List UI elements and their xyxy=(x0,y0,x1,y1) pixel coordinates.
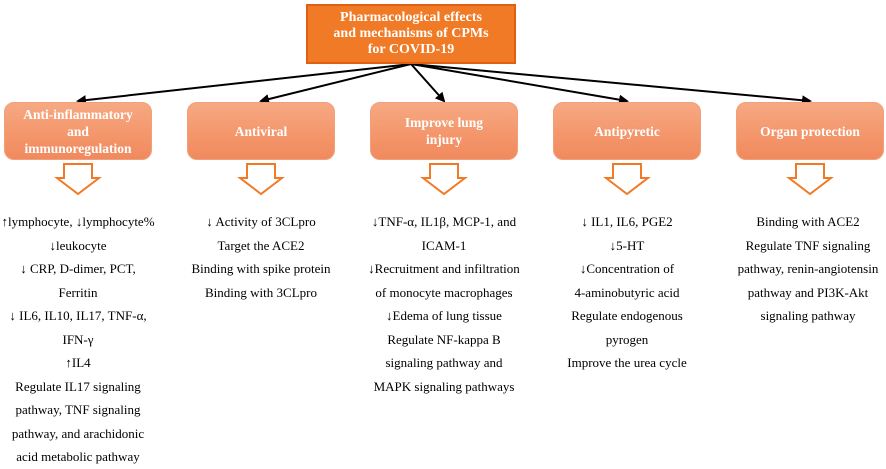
category-label-line: and xyxy=(67,123,89,139)
category-label-line: immunoregulation xyxy=(24,140,132,156)
detail-line: Improve the urea cycle xyxy=(567,355,687,370)
improve-lung-injury-details: ↓TNF-α, IL1β, MCP-1, and ICAM-1 ↓Recruit… xyxy=(363,210,525,398)
category-label-line: Anti-inflammatory xyxy=(23,106,133,122)
detail-line: ↓Concentration of xyxy=(579,261,675,276)
antipyretic-details: ↓ IL1, IL6, PGE2 ↓5-HT ↓Concentration of… xyxy=(549,210,705,375)
detail-line: ↓ Activity of 3CLpro xyxy=(206,214,316,229)
detail-line: pathway and PI3K-Akt xyxy=(747,284,869,300)
down-arrow-icon xyxy=(786,163,834,196)
arrow-to-anti-inflammatory xyxy=(76,63,412,106)
category-organ-protection: Organ protection xyxy=(736,102,884,160)
detail-line: ↓ IL1, IL6, PGE2 xyxy=(581,214,673,229)
detail-line: ↓Recruitment and infiltration xyxy=(368,261,520,276)
detail-line: ↓ IL6, IL10, IL17, TNF-α, xyxy=(9,308,147,323)
detail-line: pathway, renin-angiotensin xyxy=(737,261,879,276)
detail-line: IFN-γ xyxy=(62,331,94,347)
organ-protection-details: Binding with ACE2 Regulate TNF signaling… xyxy=(730,210,886,328)
root-title-line: Pharmacological effects xyxy=(340,10,482,25)
detail-line: acid metabolic pathway xyxy=(16,449,140,464)
arrow-to-antiviral xyxy=(259,63,412,104)
detail-line: Binding with 3CLpro xyxy=(205,284,317,300)
arrow-to-improve-lung-injury xyxy=(410,63,446,103)
antiviral-details: ↓ Activity of 3CLpro Target the ACE2 Bin… xyxy=(183,210,339,304)
detail-line: ↓leukocyte xyxy=(49,237,107,253)
root-title-box: Pharmacological effects and mechanisms o… xyxy=(306,4,516,64)
down-arrow-icon xyxy=(54,163,102,196)
detail-line: Target the ACE2 xyxy=(217,237,305,253)
category-antiviral: Antiviral xyxy=(187,102,335,160)
detail-line: ↓TNF-α, IL1β, MCP-1, and xyxy=(371,214,517,229)
category-label-line: injury xyxy=(425,132,462,147)
root-title-line: and mechanisms of CPMs xyxy=(333,26,489,41)
detail-line: signaling pathway xyxy=(760,308,856,323)
arrow-to-organ-protection xyxy=(410,63,812,106)
detail-line: pyrogen xyxy=(605,331,649,347)
detail-line: Regulate IL17 signaling xyxy=(15,378,141,394)
detail-line: Regulate endogenous xyxy=(571,308,683,323)
category-improve-lung-injury: Improve lung injury xyxy=(370,102,518,160)
root-title-line: for COVID-19 xyxy=(367,42,455,57)
detail-line: pathway, TNF signaling xyxy=(15,402,141,417)
category-antipyretic: Antipyretic xyxy=(553,102,701,160)
detail-line: ↓Edema of lung tissue xyxy=(386,308,502,323)
detail-line: ICAM-1 xyxy=(421,237,467,253)
detail-line: Binding with spike protein xyxy=(191,261,331,276)
down-arrow-icon xyxy=(237,163,285,196)
detail-line: Ferritin xyxy=(58,284,98,300)
detail-line: Regulate NF-kappa B xyxy=(387,331,501,347)
detail-line: of monocyte macrophages xyxy=(375,284,513,300)
detail-line: ↓5-HT xyxy=(609,237,645,253)
detail-line: ↑IL4 xyxy=(65,355,91,370)
detail-line: Binding with ACE2 xyxy=(756,214,860,229)
category-label-line: Antipyretic xyxy=(594,123,660,139)
category-anti-inflammatory: Anti-inflammatory and immunoregulation xyxy=(4,102,152,160)
detail-line: 4-aminobutyric acid xyxy=(574,284,680,300)
arrow-to-antipyretic xyxy=(410,63,629,105)
detail-line: ↑lymphocyte, ↓lymphocyte% xyxy=(1,214,155,229)
category-label-line: Organ protection xyxy=(760,123,860,139)
anti-inflammatory-details: ↑lymphocyte, ↓lymphocyte% ↓leukocyte ↓ C… xyxy=(0,210,156,469)
category-label-line: Antiviral xyxy=(234,123,288,139)
detail-line: Regulate TNF signaling xyxy=(745,237,871,253)
down-arrow-icon xyxy=(420,163,468,196)
detail-line: ↓ CRP, D-dimer, PCT, xyxy=(20,261,136,276)
down-arrow-icon xyxy=(603,163,651,196)
detail-line: signaling pathway and xyxy=(385,355,503,370)
detail-line: MAPK signaling pathways xyxy=(373,378,515,394)
detail-line: pathway, and arachidonic xyxy=(11,425,145,441)
category-label-line: Improve lung xyxy=(404,115,484,130)
